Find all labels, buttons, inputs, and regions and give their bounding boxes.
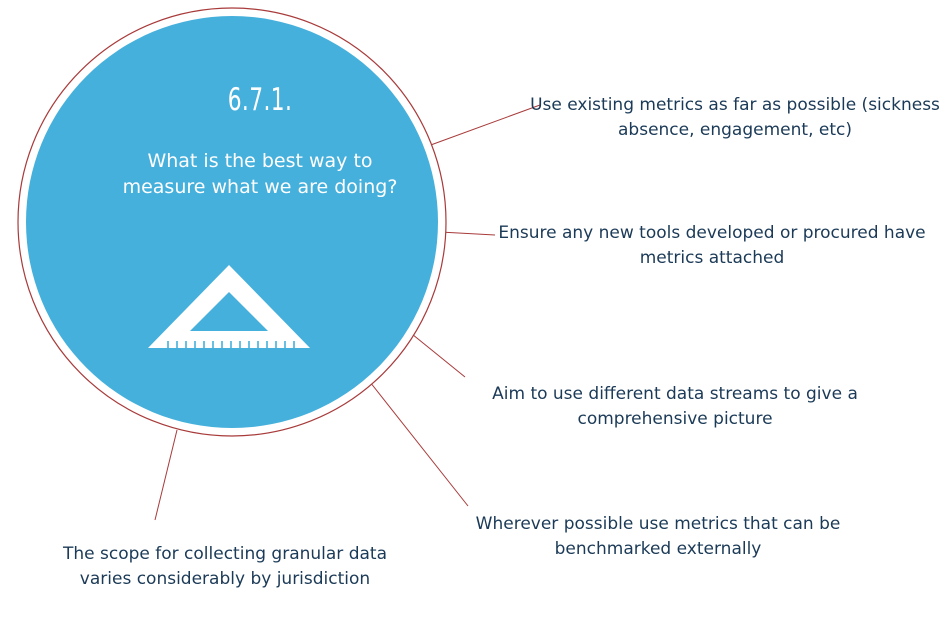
point-new-tools-metrics: Ensure any new tools developed or procur… bbox=[498, 223, 926, 268]
section-number: 6.7.1. bbox=[227, 82, 293, 118]
point-data-streams: Aim to use different data streams to giv… bbox=[492, 384, 858, 429]
set-square-ruler-icon bbox=[148, 265, 310, 348]
point-benchmark-externally: Wherever possible use metrics that can b… bbox=[475, 514, 841, 559]
connector-line bbox=[406, 329, 466, 378]
point-existing-metrics: Use existing metrics as far as possible … bbox=[530, 95, 940, 140]
connector-line bbox=[427, 104, 541, 147]
center-circle bbox=[26, 16, 438, 428]
connector-line bbox=[369, 381, 469, 507]
central-question: What is the best way to measure what we … bbox=[122, 150, 398, 198]
connector-line bbox=[154, 429, 178, 521]
point-granular-data-scope: The scope for collecting granular data v… bbox=[63, 544, 387, 589]
connector-line bbox=[439, 231, 496, 236]
